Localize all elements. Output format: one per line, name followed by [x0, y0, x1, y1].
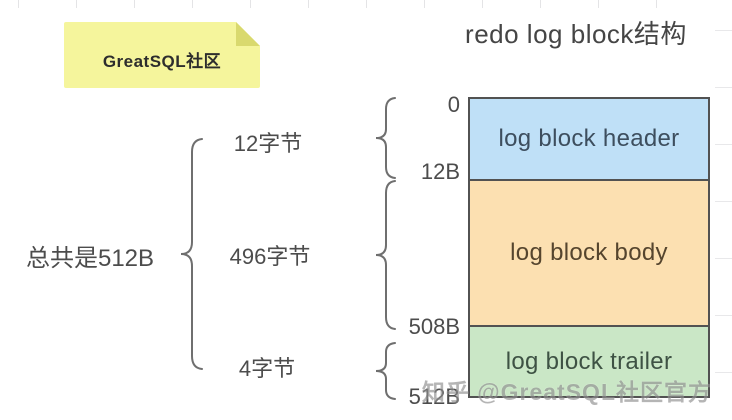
grid-ticks-right [715, 0, 732, 420]
offset-label-508b: 508B [408, 314, 460, 339]
block-log-block-body: log block body [470, 179, 708, 325]
offset-label-12b: 12B [420, 159, 460, 184]
block-log-block-trailer: log block trailer [470, 325, 708, 396]
diagram-title: redo log block结构 [465, 19, 687, 49]
brace-header [368, 96, 400, 180]
grid-ticks-top [0, 0, 732, 8]
size-label-body: 496字节 [229, 244, 311, 269]
offset-label-512b: 512B [408, 384, 460, 409]
offset-label-0: 0 [447, 92, 460, 117]
block-log-block-header: log block header [470, 99, 708, 179]
block-label-trailer: log block trailer [505, 347, 673, 375]
sticky-note: GreatSQL社区 [64, 22, 260, 88]
block-label-header: log block header [498, 125, 680, 152]
size-label-header: 12字节 [233, 131, 303, 156]
brace-body [368, 179, 400, 331]
block-label-body: log block body [510, 239, 668, 266]
brace-total [176, 136, 206, 372]
size-label-trailer: 4字节 [238, 356, 296, 381]
brace-trailer [368, 341, 400, 401]
sticky-note-fold [236, 22, 260, 46]
redo-log-block-stack: log block header log block body log bloc… [468, 97, 710, 398]
total-size-label: 总共是512B [25, 245, 155, 272]
sticky-note-label: GreatSQL社区 [102, 51, 222, 71]
